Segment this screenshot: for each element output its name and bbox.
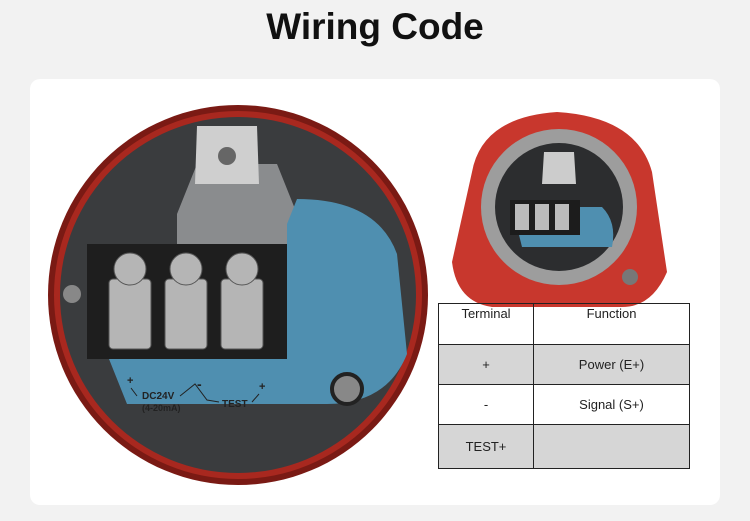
label-plus-left: +	[127, 375, 133, 387]
header-terminal: Terminal	[438, 303, 534, 345]
terminal-closeup-photo: + DC24V (4-20mA) - TEST +	[48, 105, 428, 485]
label-minus: -	[197, 376, 202, 392]
page-title: Wiring Code	[266, 6, 484, 47]
label-test: TEST	[222, 399, 248, 410]
label-dc24v: DC24V	[142, 391, 175, 402]
table-row: TEST+	[438, 424, 690, 469]
terminal-cell: +	[438, 344, 534, 385]
label-4-20ma: (4-20mA)	[142, 403, 181, 413]
housing-overview-photo	[452, 112, 667, 307]
table-row: - Signal (S+)	[438, 384, 690, 425]
table-header-row: Terminal Function	[438, 303, 690, 345]
header-function: Function	[533, 303, 690, 345]
terminal-cell: -	[438, 384, 534, 425]
wiring-table: Terminal Function + Power (E+) - Signal …	[438, 303, 690, 469]
function-cell: Signal (S+)	[533, 384, 690, 425]
label-plus-right: +	[259, 381, 265, 393]
function-cell	[533, 424, 690, 469]
function-cell: Power (E+)	[533, 344, 690, 385]
terminal-cell: TEST+	[438, 424, 534, 469]
table-row: + Power (E+)	[438, 344, 690, 385]
